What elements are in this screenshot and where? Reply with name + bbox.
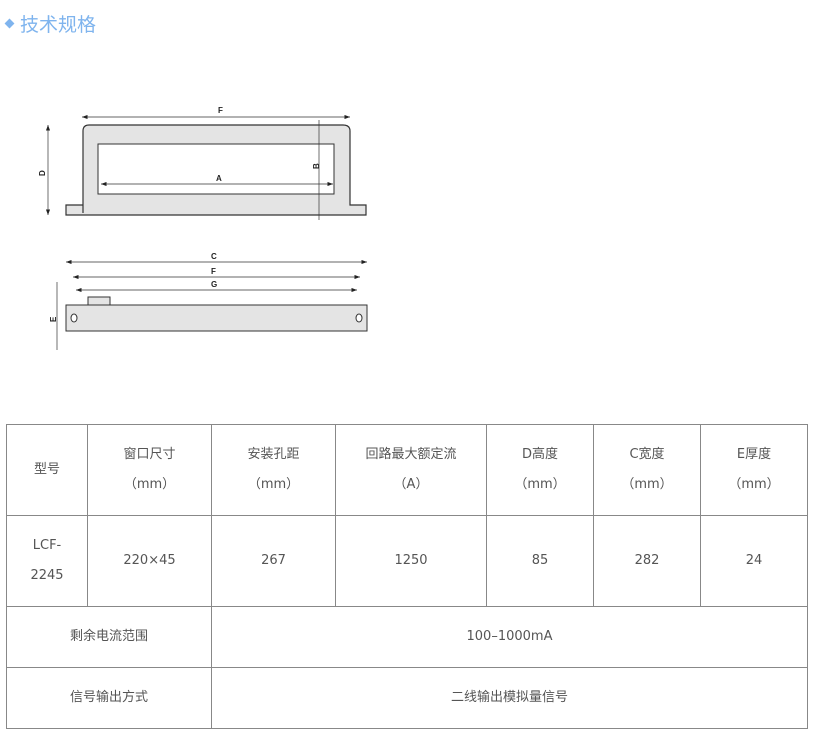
section-title-text: 技术规格 [20, 14, 97, 36]
spec-table: 型号 窗口尺寸（mm） 安装孔距（mm） 回路最大额定流（A） D高度（mm） … [6, 424, 808, 729]
dim-label-b: B [312, 163, 321, 169]
row-value: 100–1000mA [211, 606, 808, 668]
side-view: C F G E [49, 252, 368, 350]
table-header-row: 型号 窗口尺寸（mm） 安装孔距（mm） 回路最大额定流（A） D高度（mm） … [6, 424, 808, 516]
table-cell: 1250 [335, 515, 487, 607]
table-row: 剩余电流范围 100–1000mA [6, 606, 808, 668]
table-row: 信号输出方式 二线输出模拟量信号 [6, 667, 808, 729]
top-view: F D A B [38, 106, 367, 220]
row-label: 信号输出方式 [6, 667, 212, 729]
table-cell: 282 [593, 515, 701, 607]
dim-label-f2: F [211, 267, 216, 276]
header-cell: 窗口尺寸（mm） [87, 424, 212, 516]
dim-label-c: C [211, 252, 217, 261]
table-cell: 267 [211, 515, 336, 607]
dim-label-d: D [38, 170, 47, 176]
dim-label-e: E [49, 316, 58, 322]
header-cell: 回路最大额定流（A） [335, 424, 487, 516]
dimension-diagram: F D A B C F G E [38, 106, 368, 350]
header-cell: D高度（mm） [486, 424, 594, 516]
row-value: 二线输出模拟量信号 [211, 667, 808, 729]
table-cell: 220×45 [87, 515, 212, 607]
dim-label-a: A [216, 174, 222, 183]
header-cell: E厚度（mm） [700, 424, 808, 516]
row-label: 剩余电流范围 [6, 606, 212, 668]
section-title: 技术规格 [4, 10, 97, 37]
dim-label-f: F [218, 106, 223, 115]
header-cell: C宽度（mm） [593, 424, 701, 516]
table-cell: 85 [486, 515, 594, 607]
table-row: LCF-2245 220×45 267 1250 85 282 24 [6, 515, 808, 607]
header-cell: 型号 [6, 424, 88, 516]
header-cell: 安装孔距（mm） [211, 424, 336, 516]
dim-label-g: G [211, 280, 217, 289]
model-cell: LCF-2245 [6, 515, 88, 607]
table-cell: 24 [700, 515, 808, 607]
